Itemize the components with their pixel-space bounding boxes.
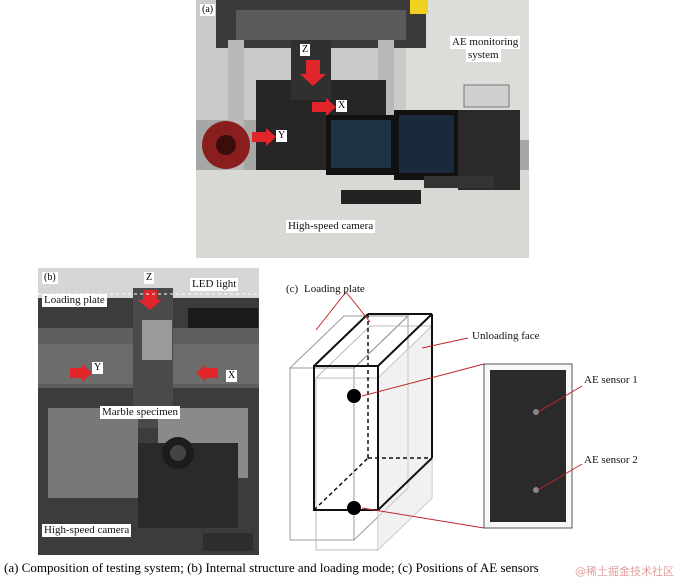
diagram-c-illustration — [288, 291, 583, 552]
camera-label-a: High-speed camera — [286, 220, 376, 233]
panel-c-tag: (c) — [286, 283, 299, 295]
watermark: @稀土掘金技术社区 — [575, 565, 674, 578]
axis-y-label-b: Y — [92, 362, 104, 374]
ae-sensor-2-label: AE sensor 2 — [584, 454, 638, 466]
axis-z-label-a: Z — [300, 44, 311, 56]
loading-plate-label-c: Loading plate — [304, 283, 365, 295]
loading-plate-label-b: Loading plate — [42, 294, 107, 307]
diagram-sensor-positions: (c) Loading plate Unloading face AE sens… — [272, 268, 674, 555]
led-light-label: LED light — [190, 278, 239, 291]
photo-internal-structure: (b) Z Y X Loading plate LED light Marble… — [38, 268, 259, 555]
marble-specimen-label: Marble specimen — [100, 406, 181, 419]
unloading-face-label: Unloading face — [472, 330, 540, 342]
ae-system-label-line1: AE monitoring — [450, 36, 521, 49]
panel-b-tag: (b) — [42, 272, 58, 284]
panel-a-tag: (a) — [200, 4, 216, 16]
axis-x-label-b: X — [226, 370, 238, 382]
axis-z-label-b: Z — [144, 272, 155, 284]
axis-y-label-a: Y — [276, 130, 288, 142]
ae-system-label-line2: system — [466, 49, 501, 62]
camera-label-b: High-speed camera — [42, 524, 132, 537]
figure-caption: (a) Composition of testing system; (b) I… — [4, 560, 539, 575]
axis-x-label-a: X — [336, 100, 348, 112]
ae-sensor-1-label: AE sensor 1 — [584, 374, 638, 386]
